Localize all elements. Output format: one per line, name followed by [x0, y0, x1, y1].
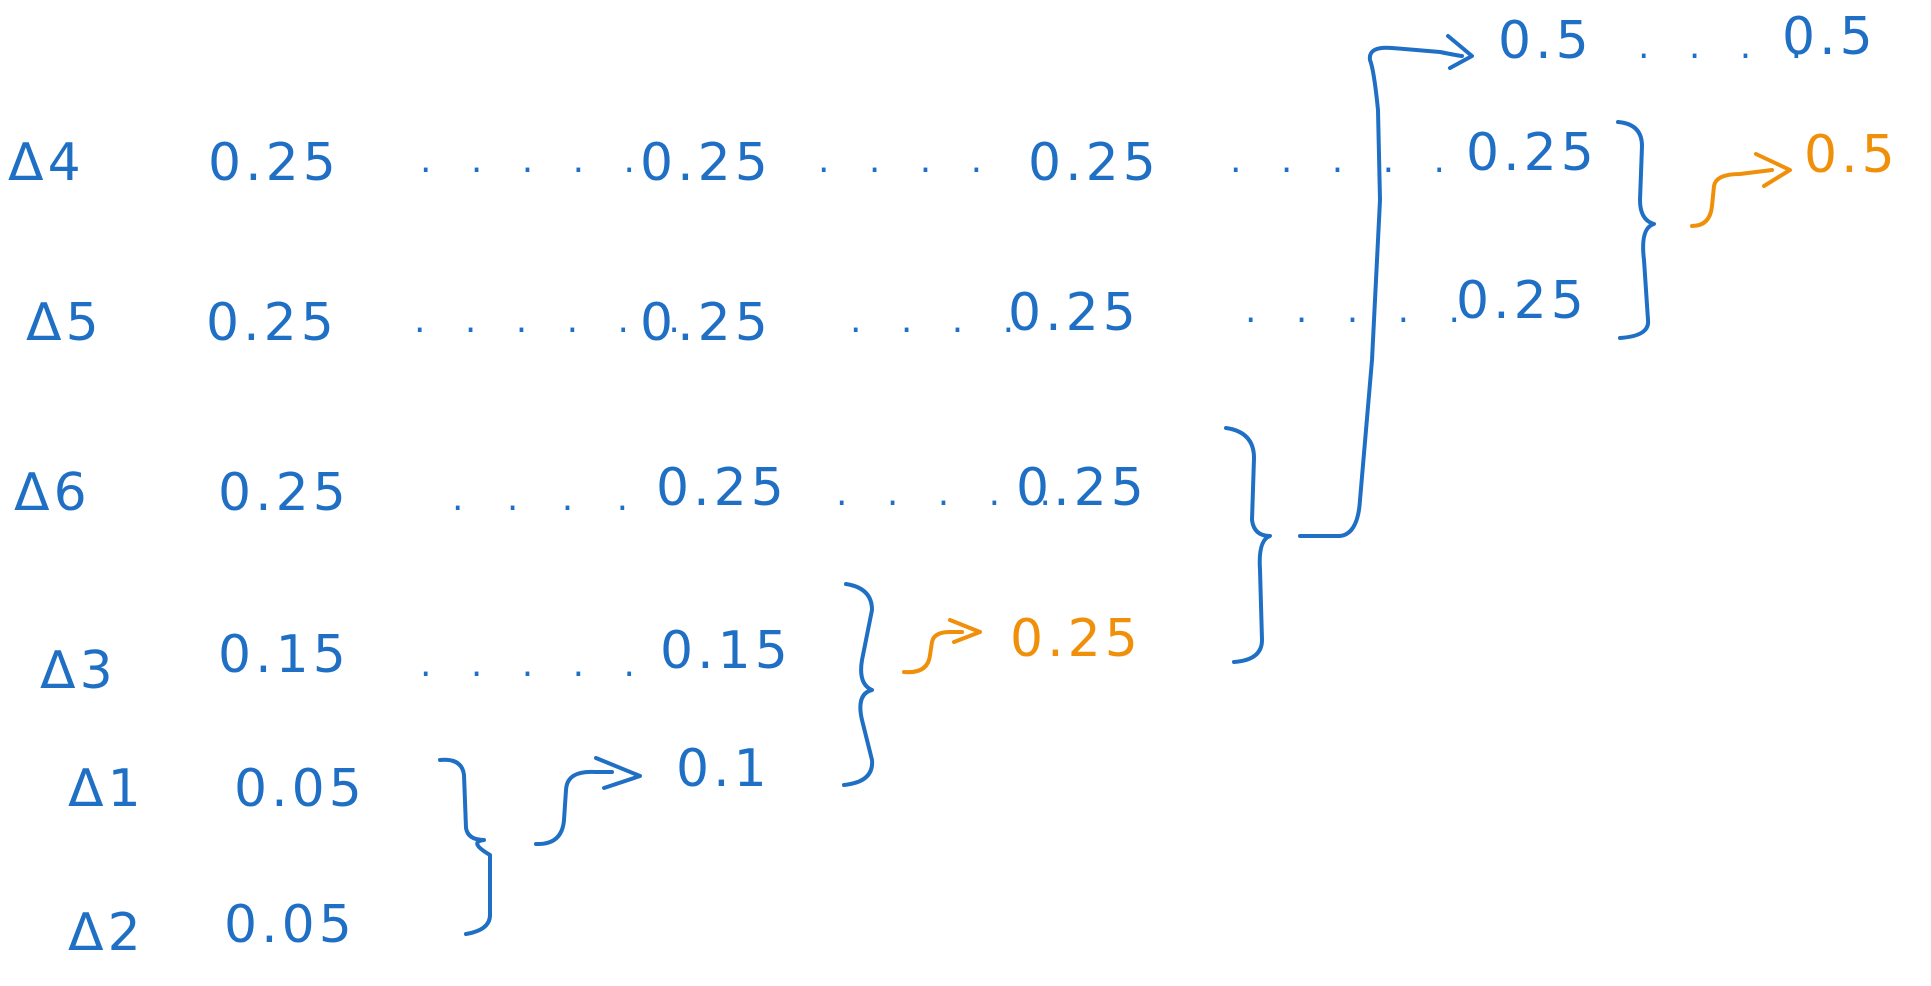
- merge-delta6-m2: 0.5 . . . . 0.5: [1224, 7, 1877, 664]
- cell-value: 0.25: [208, 133, 340, 193]
- cell-value: 0.15: [660, 621, 792, 681]
- right-brace: [438, 757, 492, 936]
- merge-arrow: [902, 618, 982, 675]
- right-brace: [1224, 426, 1272, 664]
- cell-value: 0.25: [206, 293, 338, 353]
- row-label: Δ4: [8, 133, 85, 193]
- row-label: Δ2: [68, 903, 145, 963]
- row-delta5: Δ5 0.25 0.25 0.25 0.25 . . . . . . . . .…: [26, 271, 1588, 353]
- right-brace: [1616, 120, 1656, 340]
- ellipsis: . . . . .: [420, 140, 649, 181]
- ellipsis: . . . . .: [1245, 290, 1474, 331]
- cell-value: 0.25: [640, 293, 772, 353]
- row-delta3: Δ3 0.15 0.15 . . . . .: [40, 621, 792, 701]
- right-brace: [842, 582, 875, 787]
- merge-delta4-delta5: 0.5: [1616, 120, 1899, 340]
- merge-arrow: [534, 756, 642, 847]
- cell-value: 0.25: [1456, 271, 1588, 331]
- merge-result: 0.25: [1010, 609, 1142, 669]
- row-delta2: Δ2 0.05: [68, 895, 356, 963]
- cell-value: 0.15: [218, 625, 350, 685]
- row-label: Δ5: [26, 293, 103, 353]
- cell-value: 0.25: [1466, 123, 1598, 183]
- row-delta1: Δ1 0.05: [68, 759, 366, 819]
- cell-value: 0.05: [234, 759, 366, 819]
- merge-delta1-delta2: 0.1: [438, 739, 771, 936]
- cell-value: 0.25: [1008, 283, 1140, 343]
- ellipsis: . . . . . .: [414, 300, 694, 341]
- cell-value: 0.25: [1016, 458, 1148, 518]
- merge-result: 0.5: [1782, 7, 1877, 67]
- merge-delta3-m1: 0.25: [842, 582, 1142, 787]
- ellipsis: . . . .: [452, 478, 644, 519]
- row-delta6: Δ6 0.25 0.25 0.25 . . . . . . . . .: [14, 458, 1148, 523]
- cell-value: 0.25: [218, 463, 350, 523]
- ellipsis: . . . . .: [1230, 140, 1459, 181]
- ellipsis: . . . . .: [420, 644, 649, 685]
- ellipsis: . . . . .: [836, 473, 1065, 514]
- merge-result: 0.5: [1804, 125, 1899, 185]
- cell-value: 0.25: [656, 458, 788, 518]
- cell-value: 0.25: [640, 133, 772, 193]
- row-label: Δ3: [40, 641, 117, 701]
- merge-arrow: [1690, 152, 1792, 228]
- ellipsis: . . . .: [818, 140, 996, 181]
- ellipsis: . . . .: [1638, 26, 1816, 67]
- merge-result: 0.5: [1498, 11, 1593, 71]
- row-delta4: Δ4 0.25 0.25 0.25 0.25 . . . . . . . . .…: [8, 123, 1598, 193]
- row-label: Δ1: [68, 759, 145, 819]
- cell-value: 0.25: [1028, 133, 1160, 193]
- row-label: Δ6: [14, 463, 91, 523]
- merge-result: 0.1: [676, 739, 771, 799]
- merge-arrow: [1298, 34, 1474, 538]
- ellipsis: . . . .: [850, 300, 1028, 341]
- cell-value: 0.05: [224, 895, 356, 955]
